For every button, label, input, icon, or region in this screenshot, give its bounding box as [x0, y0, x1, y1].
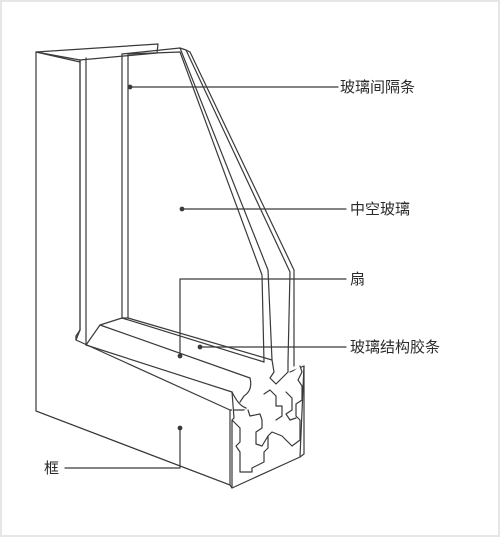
label-sash: 扇: [350, 270, 366, 288]
dot-sash: [177, 353, 183, 359]
dot-glazing-gasket: [197, 344, 203, 350]
frame-outline: [35, 43, 305, 489]
sash-bottom-top-edge: [85, 317, 129, 346]
leader-frame: [64, 427, 181, 469]
label-glazing-gasket: 玻璃结构胶条: [350, 338, 441, 356]
glass-pane-second: [185, 49, 291, 363]
glass-bottom-line: [127, 317, 273, 361]
sash-bottom-inner: [99, 324, 251, 379]
dot-frame: [177, 425, 183, 431]
dot-insulating-glass: [179, 206, 185, 212]
dot-glass-spacer: [127, 84, 133, 90]
frame-bottom-edge: [75, 329, 231, 411]
leader-sash: [179, 278, 347, 357]
label-insulating-glass: 中空玻璃: [350, 200, 411, 218]
label-glass-spacer: 玻璃间隔条: [340, 78, 416, 96]
glass-top-inner: [127, 51, 265, 363]
gasket-profile: [269, 359, 289, 385]
sash-bottom-face: [85, 344, 233, 393]
label-frame: 框: [44, 459, 60, 477]
section-right-edge: [299, 365, 305, 458]
sash-profile-ogee: [239, 377, 252, 403]
sash-bottom-glass-line: [121, 317, 265, 363]
section-profile: [231, 365, 303, 489]
frame-bottom-face: [35, 410, 231, 486]
glass-top-outer: [121, 47, 273, 361]
glass-top-cap: [179, 47, 191, 53]
section-inner-steps: [247, 389, 297, 447]
glass-pane-third: [189, 51, 295, 367]
